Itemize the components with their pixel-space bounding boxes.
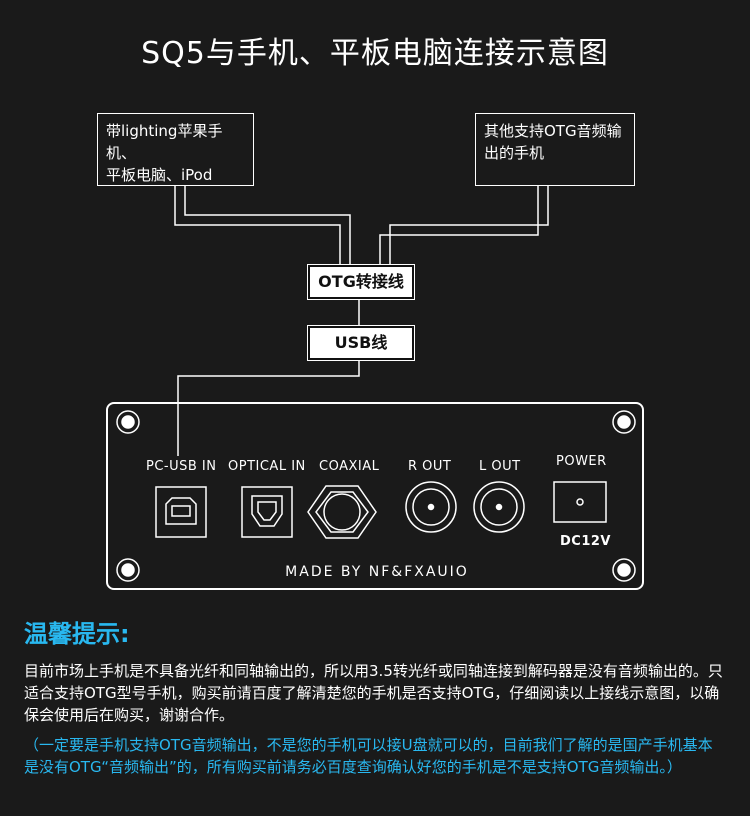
optical-port-icon <box>241 486 293 538</box>
usb-b-port-icon <box>155 486 207 538</box>
wire-apple-to-otg <box>174 186 341 265</box>
label-r-out: R OUT <box>408 459 452 474</box>
screw-icon <box>612 410 636 434</box>
tips-title: 温馨提示: <box>24 620 130 648</box>
label-optical-in: OPTICAL IN <box>228 459 306 474</box>
dac-rear-panel: PC-USB IN OPTICAL IN COAXIAL R OUT L OUT… <box>106 402 644 590</box>
label-power: POWER <box>556 454 607 469</box>
usb-cable-label: USB线 <box>307 325 415 361</box>
coaxial-port-icon <box>307 485 377 539</box>
otg-phone-line1: 其他支持OTG音频输 <box>484 122 622 140</box>
wire-apple-to-otg-2 <box>184 186 351 265</box>
label-coaxial: COAXIAL <box>319 459 380 474</box>
apple-device-box: 带lighting苹果手机、 平板电脑、iPod <box>97 113 254 186</box>
screw-icon <box>116 410 140 434</box>
screw-icon <box>612 558 636 582</box>
manufacturer-label: MADE BY NF&FXAUIO <box>285 564 469 580</box>
wire-otg-phone-to-otg <box>389 186 549 265</box>
wire-otg-phone-to-otg-2 <box>379 186 539 265</box>
tips-note: （一定要是手机支持OTG音频输出，不是您的手机可以接U盘就可以的，目前我们了解的… <box>24 736 713 776</box>
otg-phone-line2: 出的手机 <box>484 144 545 162</box>
apple-device-line1: 带lighting苹果手机、 <box>106 122 223 162</box>
rca-left-port-icon <box>473 481 525 533</box>
screw-icon <box>116 558 140 582</box>
apple-device-line2: 平板电脑、iPod <box>106 166 213 184</box>
otg-phone-box: 其他支持OTG音频输 出的手机 <box>475 113 635 186</box>
label-dc12v: DC12V <box>560 534 611 549</box>
diagram-title: SQ5与手机、平板电脑连接示意图 <box>141 36 609 71</box>
rca-right-port-icon <box>405 481 457 533</box>
tips-body: 目前市场上手机是不具备光纤和同轴输出的，所以用3.5转光纤或同轴连接到解码器是没… <box>24 662 723 724</box>
otg-adapter-label: OTG转接线 <box>307 264 415 300</box>
label-pc-usb-in: PC-USB IN <box>146 459 217 474</box>
label-l-out: L OUT <box>479 459 521 474</box>
panel-drawing <box>116 410 636 582</box>
dc-power-jack-icon <box>553 481 607 523</box>
wire-usb-to-device <box>177 356 360 456</box>
